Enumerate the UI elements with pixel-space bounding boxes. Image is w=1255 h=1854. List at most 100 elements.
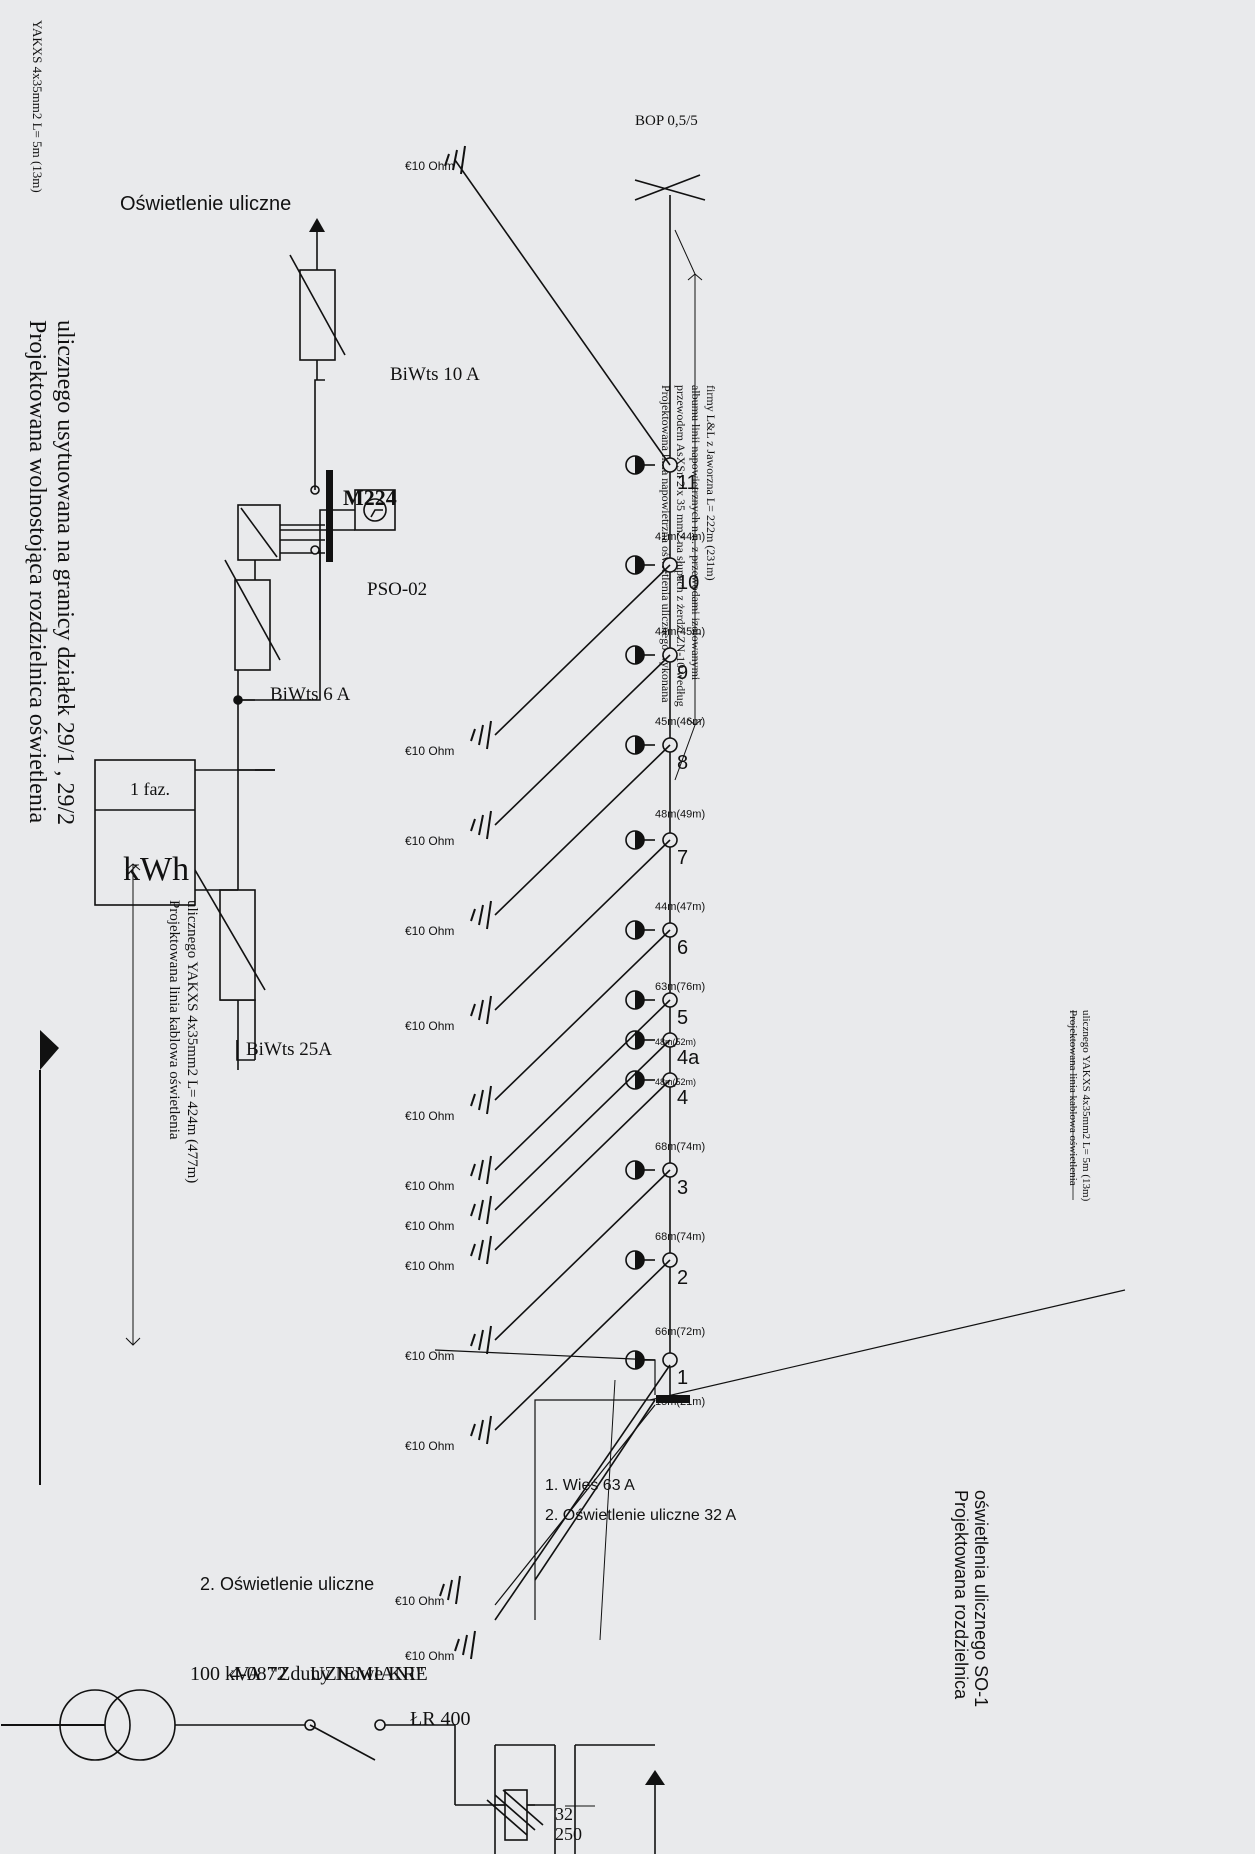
trafo-station: "Zduny Nowe KR" [270, 1663, 424, 1685]
pso-label: PSO-02 [367, 579, 427, 600]
trafo-winding-b [104, 1689, 176, 1761]
pole-6: 6€10 Ohm [405, 920, 688, 1123]
span-label: 45m(46m) [655, 716, 705, 728]
pole-8-number: 8 [677, 752, 688, 774]
pole-4-ground-lead [494, 1079, 671, 1251]
switch-label: ŁR 400 [410, 1708, 471, 1730]
pole-11-number: 11 [677, 472, 698, 494]
pole-5: 5 €10 Ohm [405, 990, 688, 1193]
pole-4a-ground-lead [494, 1039, 671, 1211]
pole-4: 4€10 Ohm [405, 1070, 688, 1273]
so1-lead [534, 1399, 655, 1620]
diagram-body: Projektowana wolnostojąca rozdzielnica o… [1, 20, 1126, 1854]
pole-10-number: 10 [677, 572, 699, 594]
pole-11-ground-icon [444, 145, 466, 175]
pole-3: 3 €10 Ohm [405, 1160, 688, 1363]
luminaire-10-fill [635, 556, 644, 574]
pole-7: 7 €10 Ohm [405, 830, 688, 1033]
fuse-slash-c [486, 1799, 528, 1836]
breaker-10a-label: BiWts 10 A [390, 364, 480, 385]
so1-pointer [599, 1379, 616, 1641]
pole-9-ground-icon [470, 810, 492, 840]
pole-5-ground-icon [470, 1155, 492, 1185]
pole-8: 8 €10 Ohm [405, 735, 688, 938]
span-label: 44m(45m) [655, 626, 705, 638]
pole-10-ground-lead [494, 564, 671, 736]
so1-lead-b [434, 1349, 656, 1395]
pole-9: 9 €10 Ohm [405, 645, 688, 848]
pole-1-a-ground-icon [439, 1575, 461, 1605]
output-1-label: 1. Wieś 63 A [545, 1477, 635, 1494]
luminaire-11-fill [635, 456, 644, 474]
switch-contact-b [374, 1719, 386, 1731]
meter-phase: 1 faz. [130, 779, 170, 799]
pole-6-ground-icon [470, 1085, 492, 1115]
trafo-power: 100 kVA [190, 1663, 262, 1685]
pole-2-ground-icon [470, 1415, 492, 1445]
pole-8-ground-icon [470, 900, 492, 930]
span-label: 48m(49m) [655, 809, 705, 821]
bus-out-arrow-icon [645, 1770, 665, 1785]
pole-4a-ground-icon [470, 1195, 492, 1225]
pole-5-number: 5 [677, 1007, 688, 1029]
pole-9-ground-label: €10 Ohm [405, 834, 454, 848]
cable-note-1: Projektowana linia kablowa oświetlenia [166, 900, 182, 1140]
pole-7-number: 7 [677, 847, 688, 869]
pole1-ground-lead [494, 1364, 671, 1621]
clock-icon [363, 498, 387, 522]
supply-cable-label: YAKXS 4x35mm2 L= 5m (13m) [30, 20, 45, 193]
span-label: 48m(52m) [655, 1077, 696, 1087]
pole-11-ground-lead [454, 159, 671, 466]
pole-4a-number: 4a [677, 1047, 700, 1069]
breaker-25-line [236, 1040, 255, 1061]
pole-7-ground-icon [470, 995, 492, 1025]
pole-10: 10 €10 Ohm [405, 555, 699, 758]
pole-6-number: 6 [677, 937, 688, 959]
luminaire-5-fill [635, 991, 644, 1009]
luminaire-6-fill [635, 921, 644, 939]
pole-5-ground-label: €10 Ohm [405, 1179, 454, 1193]
span-label: 44m(47m) [655, 901, 705, 913]
clock-hands [370, 509, 383, 518]
spans-group: 15m(21m)66m(72m)68m(74m)68m(74m)48m(52m)… [655, 531, 705, 1408]
pole-8-ground-lead [494, 744, 671, 916]
luminaire-3-fill [635, 1161, 644, 1179]
title-line-1: Projektowana wolnostojąca rozdzielnica o… [24, 320, 50, 824]
luminaire-2-fill [635, 1251, 644, 1269]
cable-dim-arrow-a [125, 863, 141, 871]
pole-3-ground-lead [494, 1169, 671, 1341]
pole-10-ground-label: €10 Ohm [405, 744, 454, 758]
overhead-note-3: albumu linii napowietrznych n.n. z przew… [689, 385, 703, 681]
title-line-2: ulicznego usytuowana na granicy działek … [52, 320, 78, 825]
so1-label-2: oświetlenia ulicznego SO-1 [971, 1490, 991, 1707]
pole-3-ground-icon [470, 1325, 492, 1355]
bop-label: BOP 0,5/5 [635, 113, 698, 129]
trafo-winding-a [59, 1689, 131, 1761]
small-cable-note-2: ulicznego YAKXS 4x35mm2 L= 5m (13m) [1080, 1010, 1092, 1202]
luminaire-8-fill [635, 736, 644, 754]
pole-5-ground-lead [494, 999, 671, 1171]
coil-slash [240, 507, 278, 558]
span-label: 68m(74m) [655, 1141, 705, 1153]
pole-9-number: 9 [677, 662, 688, 684]
bop-cross-a [634, 174, 701, 201]
ground-markers: €10 Ohm €10 Ohm [395, 1575, 476, 1663]
breaker-10a-slash [289, 254, 346, 356]
pole-1-node [662, 1352, 678, 1368]
fuse-slash-a [494, 1794, 536, 1831]
trafo-grounding: UZIEMIANIE [310, 1663, 428, 1685]
fuse-bottom: 250 [555, 1824, 582, 1844]
meter-unit: kWh [123, 851, 189, 888]
pole-3-number: 3 [677, 1177, 688, 1199]
rail-link [237, 769, 255, 890]
contactor-bar [326, 470, 333, 562]
breaker-25a-label: BiWts 25A [246, 1039, 332, 1060]
supply-arrow-icon [40, 1030, 59, 1070]
luminaire-4-fill [635, 1071, 644, 1089]
pole-1-a-ground-label: €10 Ohm [395, 1594, 444, 1608]
pole-2: 2€10 Ohm [405, 1250, 688, 1453]
pole-1-b-ground-label: €10 Ohm [405, 1649, 454, 1663]
meter-box [94, 759, 196, 906]
street-lighting-out-label: Oświetlenie uliczne [120, 193, 291, 215]
